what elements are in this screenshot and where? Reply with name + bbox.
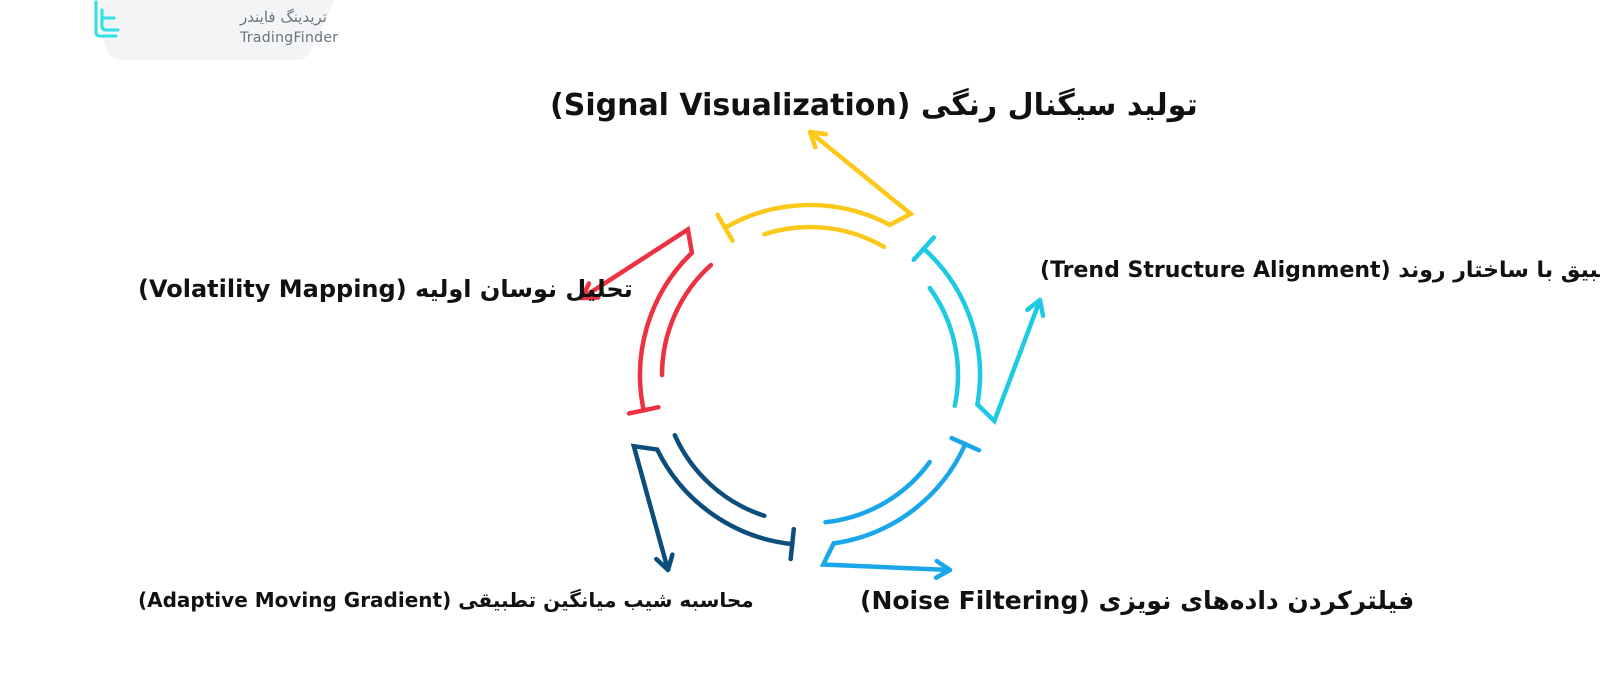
cycle-segment-signal-visualization: [721, 129, 915, 244]
arrow-head-adaptive-moving-gradient: [654, 552, 675, 573]
cycle-segment-noise-filtering: [819, 435, 969, 573]
inner-arc-signal-visualization: [762, 224, 887, 250]
cycle-notch-noise-filtering: [963, 441, 982, 453]
inner-arc-trend-structure-alignment: [927, 285, 961, 409]
cycle-notch-signal-visualization: [715, 212, 728, 231]
trading-finder-logo[interactable]: تریدینگ فایندر TradingFinder: [92, 0, 338, 60]
cycle-segment-trend-structure-alignment: [911, 245, 1043, 425]
logo-background: [92, 0, 335, 60]
logo-mark-icon: [94, 0, 120, 38]
step-label-volatility-mapping: تحلیل نوسان اولیه (Volatility Mapping): [138, 275, 633, 303]
inner-arc-volatility-mapping: [659, 262, 714, 378]
inner-arc-adaptive-moving-gradient: [672, 432, 767, 519]
cycle-notch-volatility-mapping: [626, 408, 646, 416]
logo-text-persian: تریدینگ فایندر: [240, 8, 327, 26]
cycle-segment-adaptive-moving-gradient: [630, 443, 797, 573]
arrow-head-noise-filtering: [933, 558, 953, 581]
cycle-segment-volatility-mapping: [579, 225, 695, 414]
cycle-notch-trend-structure-alignment: [921, 235, 937, 251]
step-label-signal-visualization: تولید سیگنال رنگی (Signal Visualization): [550, 88, 1198, 123]
arrow-head-signal-visualization: [807, 129, 829, 150]
arrow-head-volatility-mapping: [579, 281, 601, 301]
step-label-adaptive-moving-gradient: محاسبه شیب میانگین تطبیقی (Adaptive Movi…: [138, 588, 754, 612]
step-label-trend-structure-alignment: تطبیق با ساختار روند (Trend Structure Al…: [1040, 258, 1600, 283]
inner-arc-noise-filtering: [823, 459, 932, 525]
step-label-noise-filtering: فیلترکردن داده‌های نویزی (Noise Filterin…: [860, 586, 1415, 615]
arrow-head-trend-structure-alignment: [1025, 297, 1046, 318]
logo-text-english: TradingFinder: [240, 30, 339, 46]
cycle-notch-adaptive-moving-gradient: [788, 541, 795, 562]
